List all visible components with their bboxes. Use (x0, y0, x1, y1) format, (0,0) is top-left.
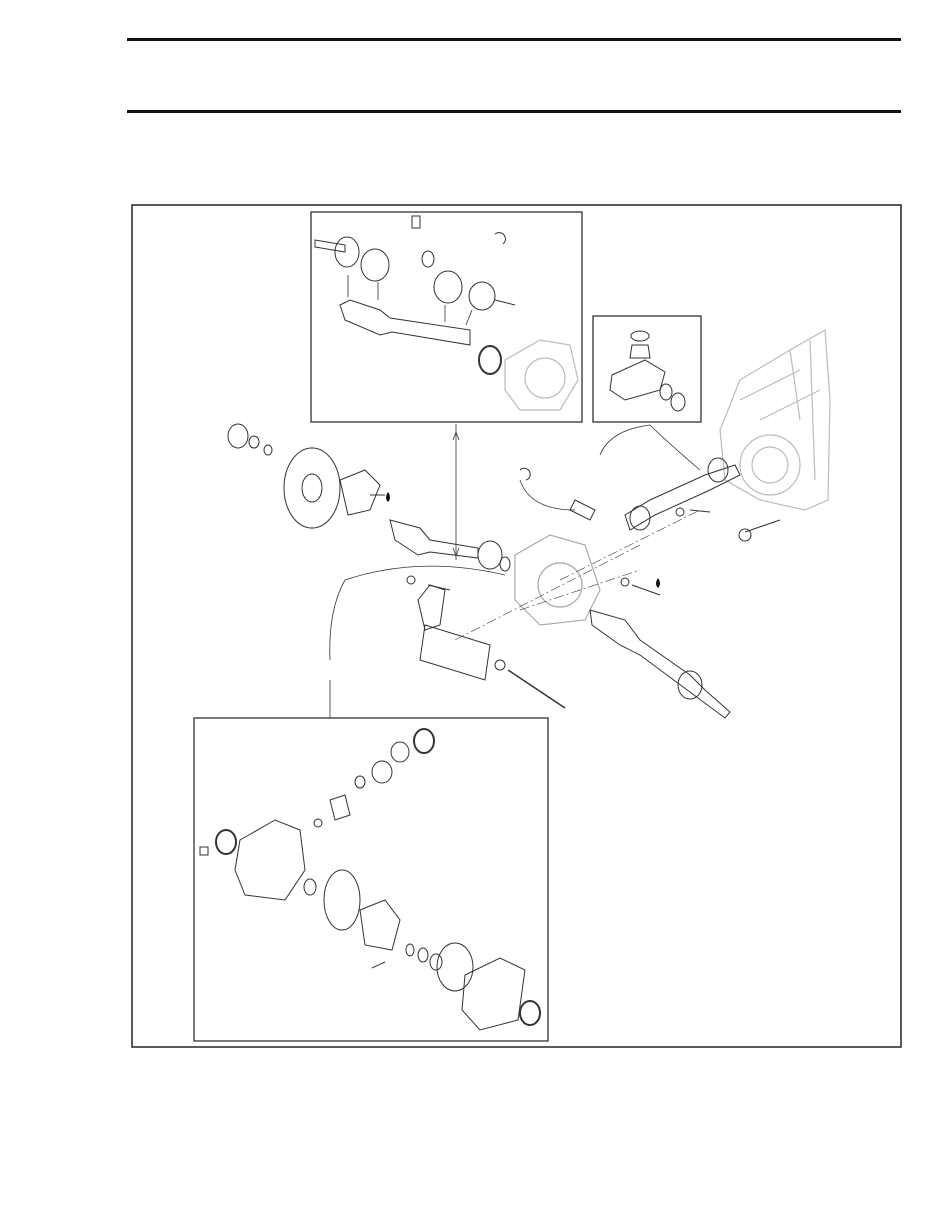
inset-universal-joint (592, 315, 702, 423)
front-drive-shaft (389, 519, 511, 572)
header-rule-bottom (127, 110, 901, 113)
inset-differential (193, 717, 549, 1042)
differential-housing (514, 534, 601, 626)
grease-drop-icon (386, 492, 660, 588)
rear-drive-shaft (589, 609, 731, 719)
leader-lines (329, 424, 701, 718)
engine-housing-outline (719, 329, 831, 511)
fastener-hardware (406, 467, 781, 709)
figure-frame (131, 204, 902, 1048)
propeller-shaft (624, 457, 741, 531)
header-rule-top (127, 38, 901, 41)
inset-drive-shaft (310, 211, 583, 423)
center-lines (454, 509, 701, 641)
wheel-hub-assembly (227, 423, 385, 529)
